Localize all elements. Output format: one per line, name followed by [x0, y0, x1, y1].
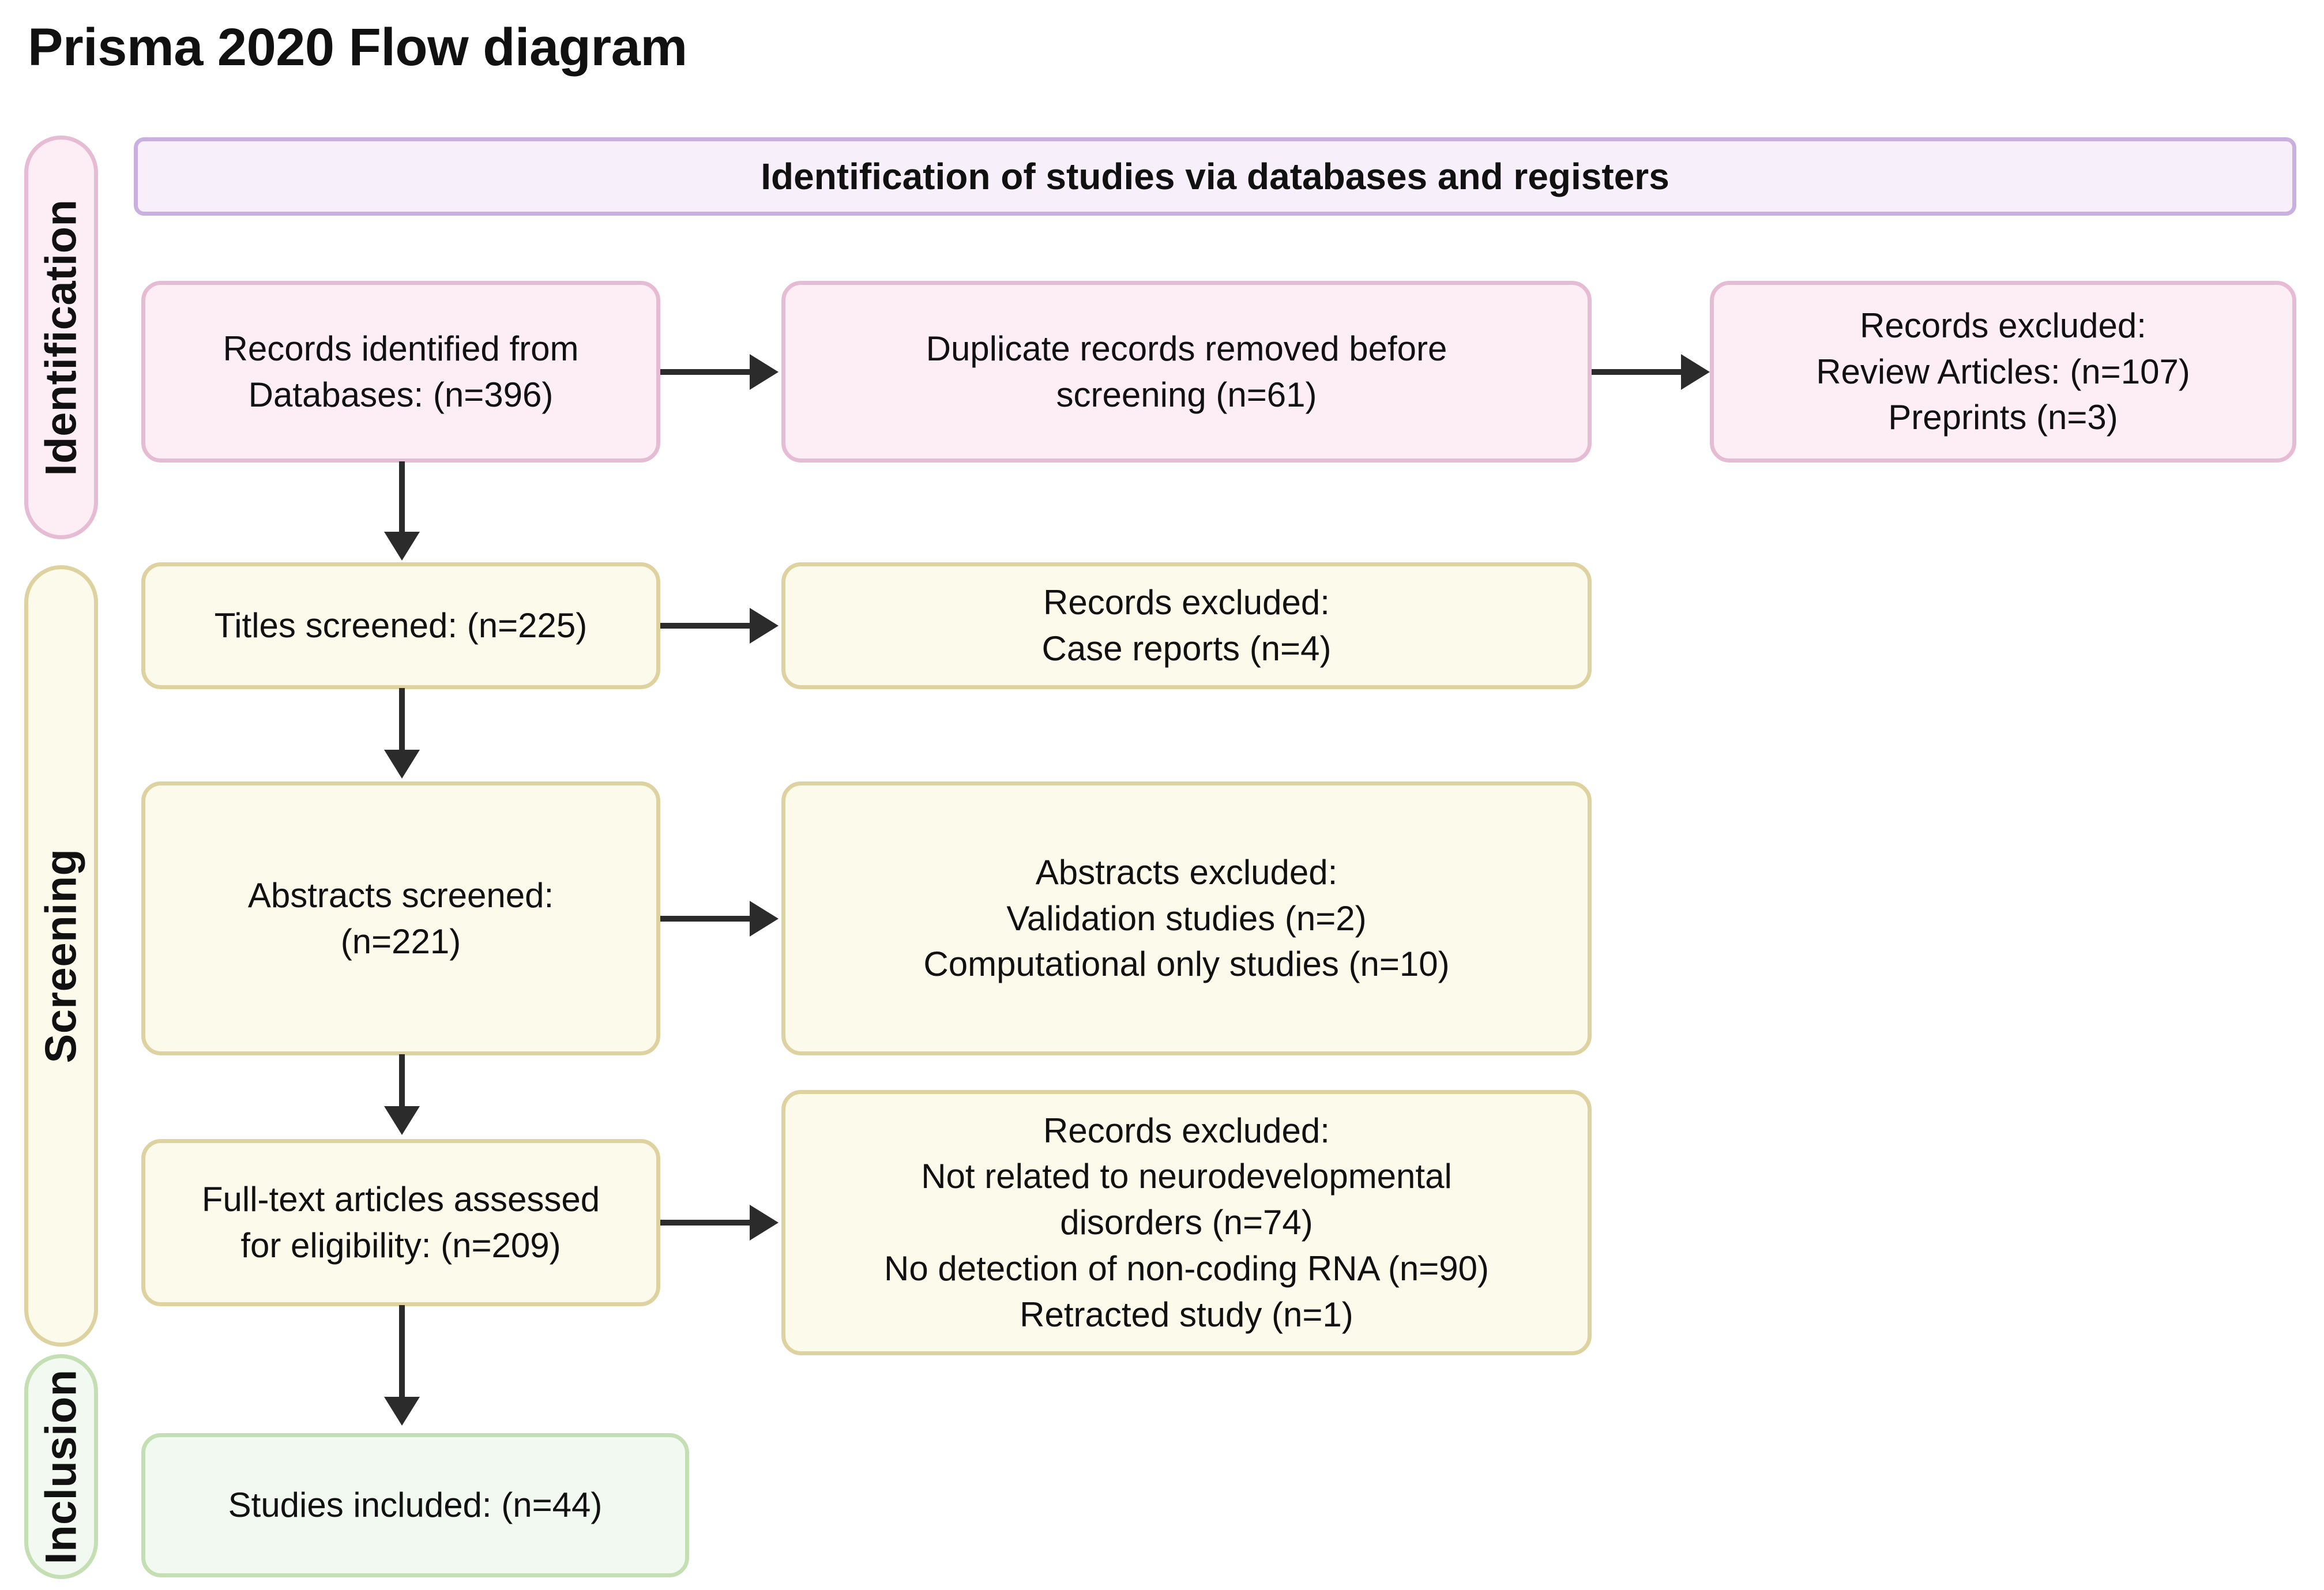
arrow-right-icon	[750, 608, 779, 644]
connector-fulltext-to-studies	[399, 1305, 405, 1400]
connector-titles-to-abstracts	[399, 688, 405, 753]
connector-abstracts-to-excluded	[660, 916, 753, 922]
arrow-right-icon	[750, 901, 779, 937]
node-abstracts-excluded: Abstracts excluded: Validation studies (…	[781, 781, 1592, 1055]
connector-fulltext-to-excluded	[660, 1220, 753, 1226]
node-records-identified: Records identified from Databases: (n=39…	[141, 281, 660, 463]
arrow-right-icon	[1681, 354, 1710, 390]
page-title: Prisma 2020 Flow diagram	[28, 18, 687, 77]
stage-rail-screening-label: Screening	[36, 848, 86, 1063]
node-studies-included: Studies included: (n=44)	[141, 1433, 689, 1577]
stage-rail-inclusion-label: Inclusion	[36, 1369, 86, 1565]
connector-duplicates-to-excluded	[1592, 369, 1684, 375]
arrow-right-icon	[750, 1205, 779, 1241]
node-titles-screened: Titles screened: (n=225)	[141, 562, 660, 689]
node-duplicates-removed: Duplicate records removed before screeni…	[781, 281, 1592, 463]
arrow-down-icon	[384, 532, 420, 561]
node-records-excluded-fulltext: Records excluded: Not related to neurode…	[781, 1090, 1592, 1355]
section-banner: Identification of studies via databases …	[134, 137, 2296, 216]
connector-titles-to-excluded	[660, 623, 753, 629]
node-records-excluded-identification: Records excluded: Review Articles: (n=10…	[1710, 281, 2296, 463]
arrow-down-icon	[384, 1397, 420, 1426]
node-abstracts-screened: Abstracts screened: (n=221)	[141, 781, 660, 1055]
connector-abstracts-to-fulltext	[399, 1054, 405, 1109]
connector-identified-to-titles	[399, 461, 405, 536]
stage-rail-inclusion: Inclusion	[24, 1354, 98, 1579]
stage-rail-identification: Identification	[24, 136, 98, 539]
stage-rail-screening: Screening	[24, 565, 98, 1347]
node-fulltext-assessed: Full-text articles assessed for eligibil…	[141, 1139, 660, 1306]
arrow-down-icon	[384, 750, 420, 779]
node-records-excluded-titles: Records excluded: Case reports (n=4)	[781, 562, 1592, 689]
arrow-right-icon	[750, 354, 779, 390]
connector-identified-to-duplicates	[660, 369, 753, 375]
stage-rail-identification-label: Identification	[36, 199, 86, 476]
arrow-down-icon	[384, 1106, 420, 1135]
